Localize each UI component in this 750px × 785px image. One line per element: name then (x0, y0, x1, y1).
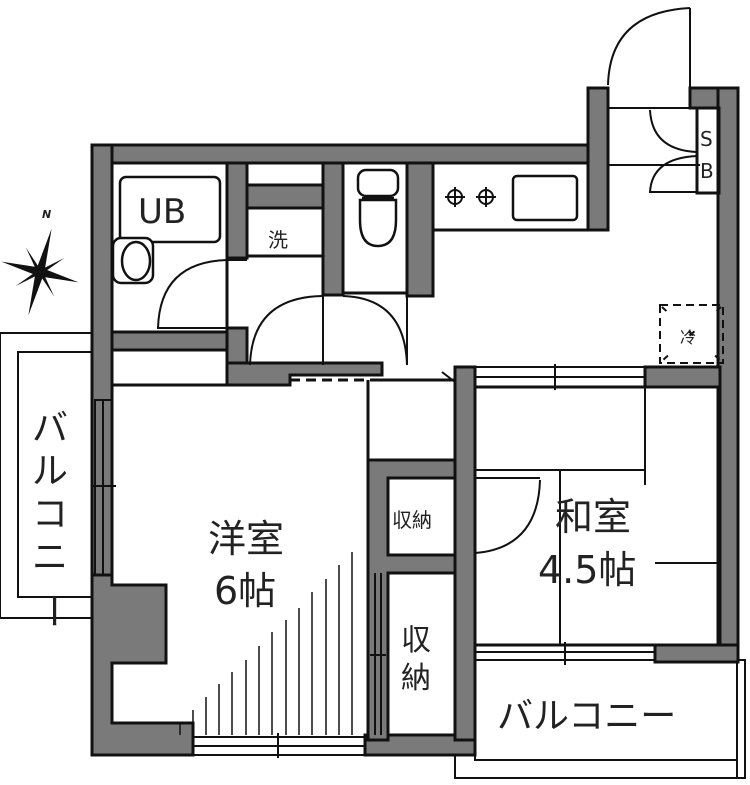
toilet (356, 168, 400, 248)
label-western-room-size: 6帖 (214, 569, 276, 613)
fridge-space (659, 304, 724, 364)
label-balcony-left: バ ル コ ニ ー (32, 408, 73, 629)
stove-burners (445, 187, 496, 207)
balcony-left-char: コ (32, 494, 68, 535)
shoe-box (648, 106, 721, 195)
label-japanese-room-name: 和室 (555, 495, 631, 539)
balcony-left-char: ニ (32, 537, 68, 578)
balcony-left-char: バ (32, 408, 68, 449)
balcony-left-char: ー (32, 593, 73, 629)
label-fridge: 冷 (680, 328, 696, 347)
tatami-lines (475, 387, 720, 645)
label-japanese-room-size: 4.5帖 (538, 548, 636, 592)
label-washer: 洗 (268, 228, 288, 252)
label-shoe-box-b: B (700, 159, 714, 183)
closet-rail-lines (179, 552, 353, 735)
label-storage-2-bottom: 納 (401, 661, 431, 696)
bathtub (111, 175, 222, 285)
label-shoe-box-s: S (700, 127, 713, 151)
balcony-left-char: ル (32, 451, 68, 492)
compass-icon (1, 228, 79, 316)
compass-north-label: N (42, 208, 51, 221)
label-western-room-name: 洋室 (208, 517, 284, 561)
windows (91, 364, 656, 758)
label-balcony-bottom: バルコニー (497, 696, 676, 737)
label-storage-1: 収納 (392, 508, 432, 532)
label-storage-2-top: 収 (401, 623, 431, 658)
door-swings (156, 259, 541, 554)
kitchen-sink (511, 174, 579, 222)
label-unit-bath: UB (138, 192, 186, 232)
